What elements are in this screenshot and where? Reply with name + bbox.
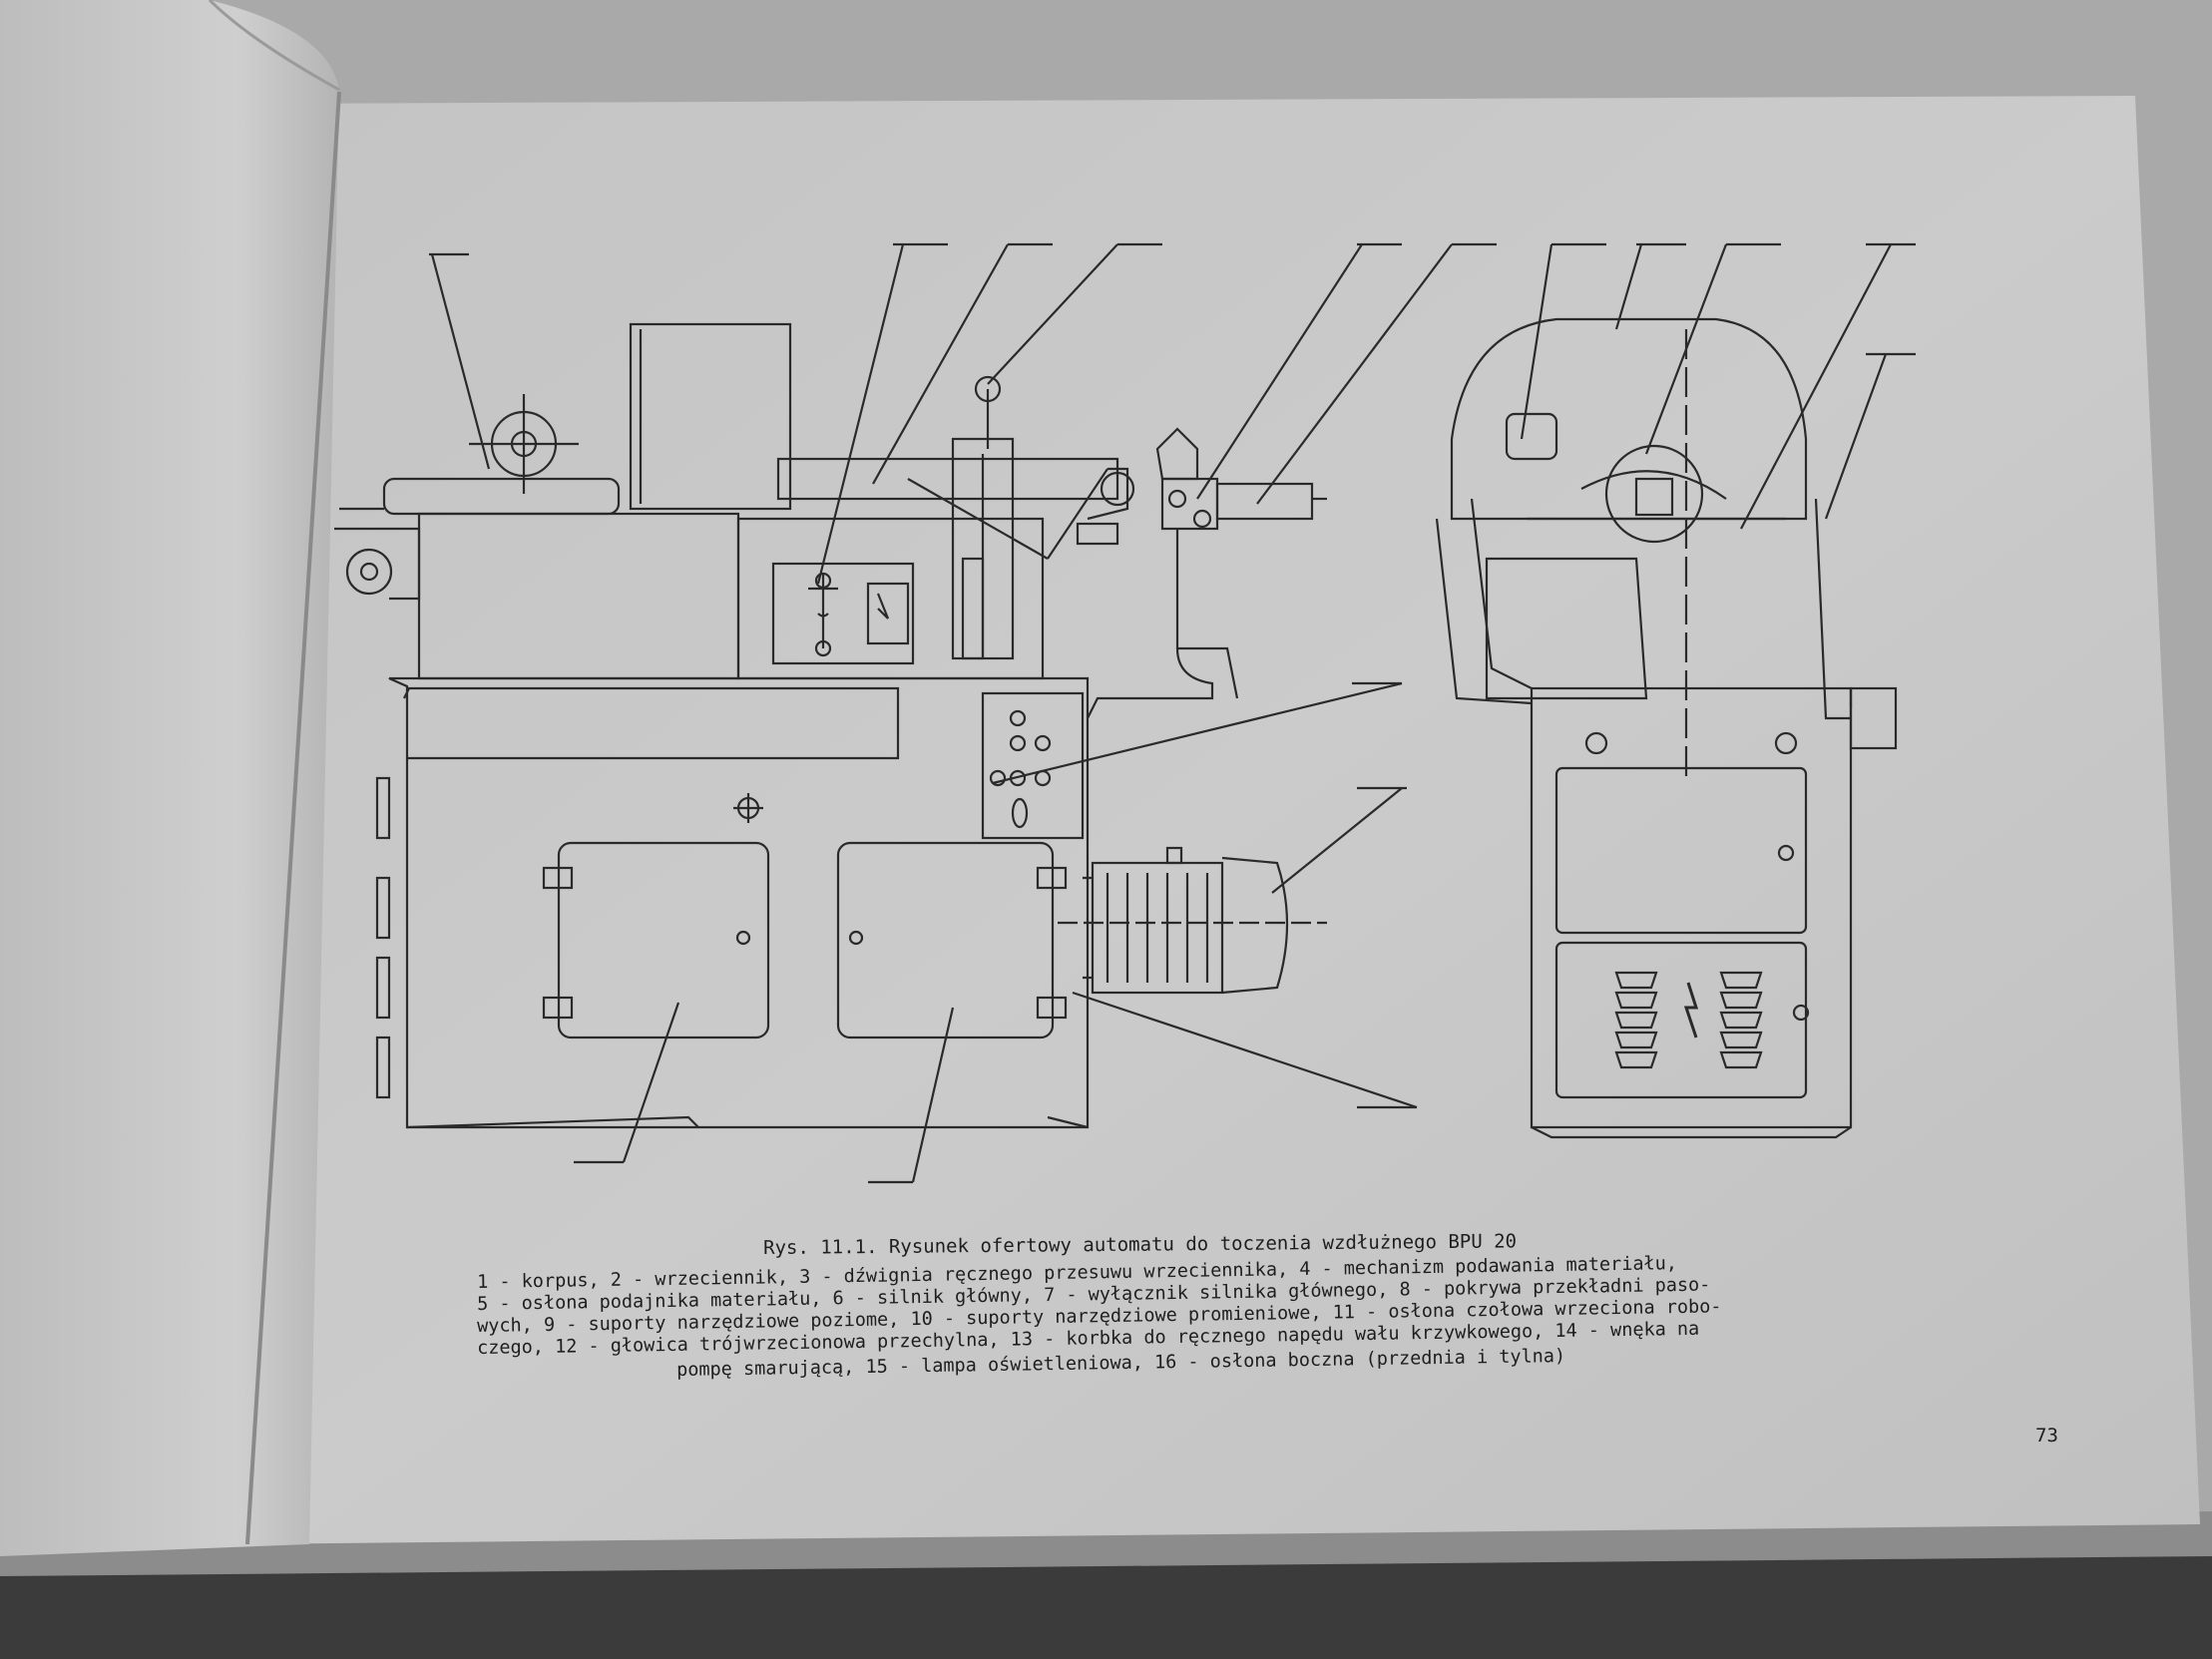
control-panel	[981, 691, 1085, 840]
front-body	[1530, 686, 1853, 1129]
headstock-top	[629, 322, 792, 511]
door-14	[557, 841, 770, 1039]
left-page	[0, 0, 339, 1556]
page-number: 73	[2035, 1425, 2058, 1447]
right-page	[235, 96, 2200, 1544]
motor	[1091, 861, 1224, 995]
front-cover	[1450, 317, 1808, 521]
